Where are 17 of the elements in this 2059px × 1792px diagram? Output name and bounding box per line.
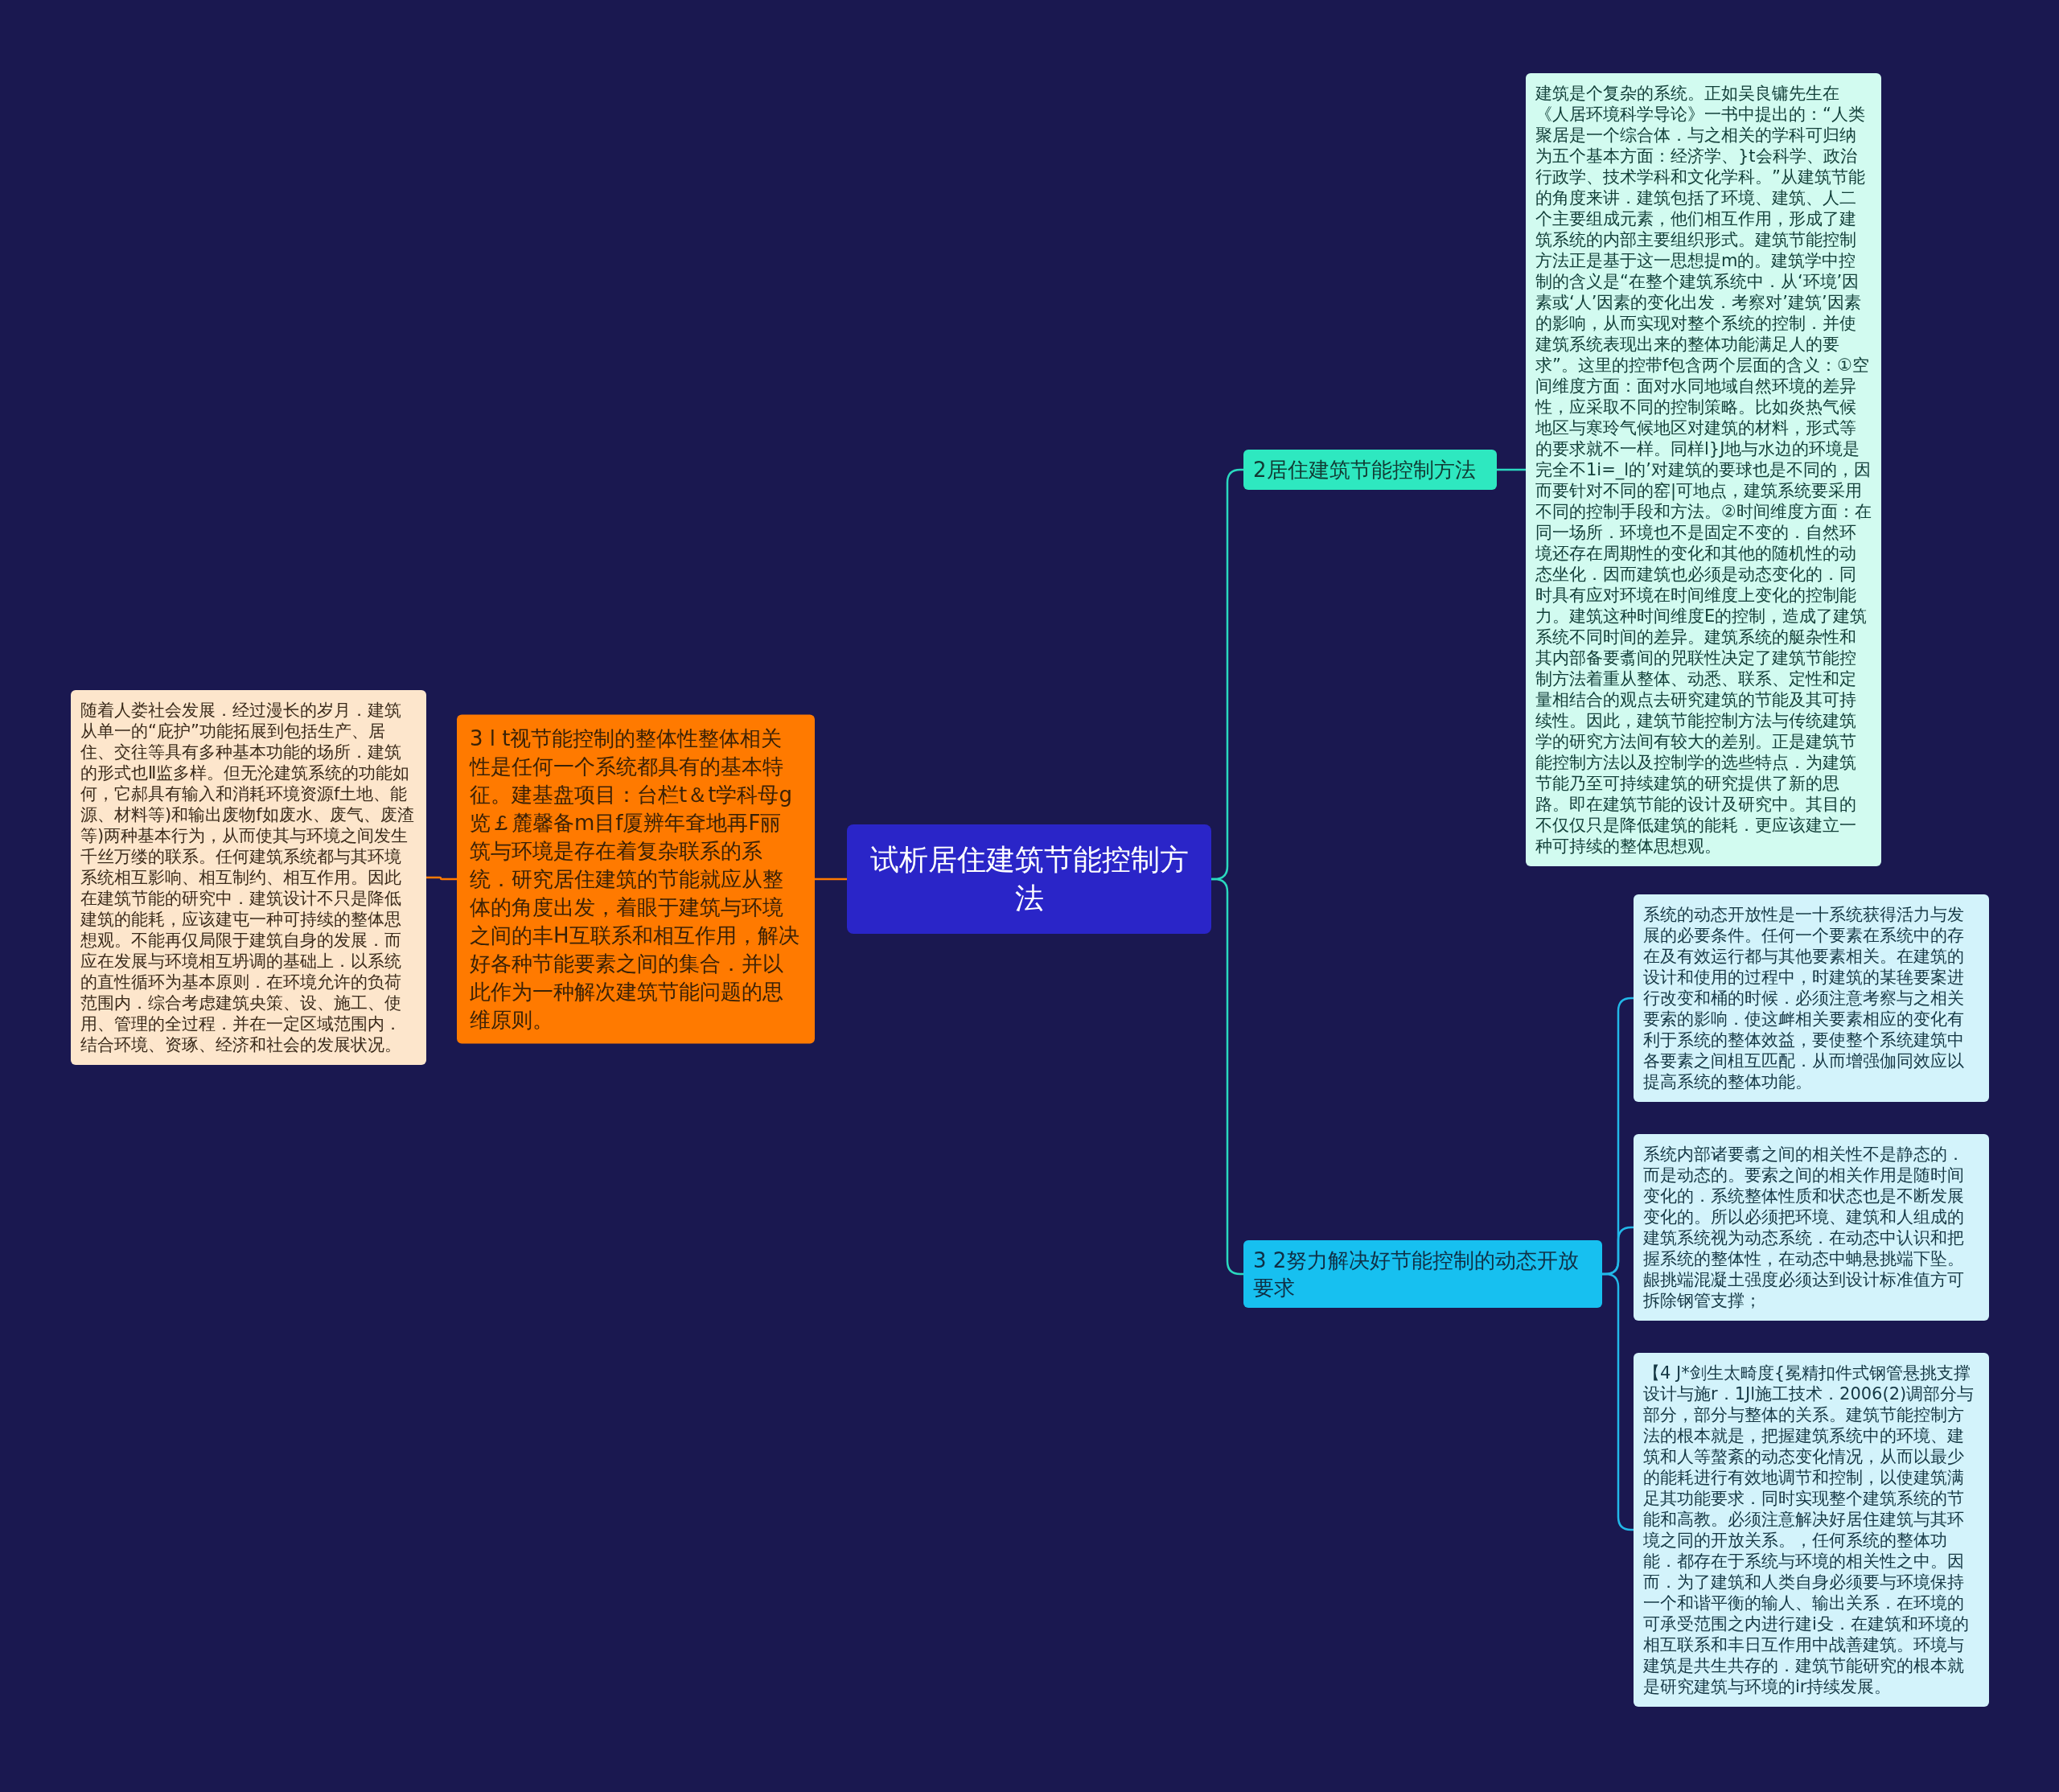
connector-line <box>426 876 457 881</box>
connector-line <box>815 878 847 881</box>
node-text: 建筑是个复杂的系统。正如吴良镛先生在《人居环境科学导论》一书中提出的：“人类聚居是一个综合体．与之相关的学科可归纳为五个基本方面：经济学、}t会科学、政治行政学、技术学科和文化学科。”从建筑节能的角度来讲．建筑包括了环境、建筑、人二个主要组成元素，他们相互作用，形成了建筑系统的内部主要组织形式。建筑节能控制方法正是基于这一思想提m的。建筑学中控制的含义是“在整个建筑系统中．从‘环境’因素或‘人’因素的变化出发．考察对’建筑’因素的影响，从而实现对整个系统的控制．并使建筑系统表现出来的整体功能满足人的要求”。这里的控带f包含两个层面的含义：①空间维度方面：面对水同地域自然环境的差异性，应采取不同的控制策略。比如炎热气候地区与寒玲气候地区对建筑的材料，形式等的要求就不一样。同样l}J地与水边的环境是完全不1i=_l的’对建筑的要球也是不同的，因而要针对不同的窑|可地点，建筑系统要采用不同的控制手段和方法。②时间维度方面：在同一场所．环境也不是固定不变的．自然环境还存在周期性的变化和其他的随机性的动态坐化．因而建筑也必须是动态变化的．同时具有应对环境在时间维度上变化的控制能力。建筑这种时间维度E的控制，造成了建筑系统不同时间的差异。建筑系统的艇杂性和其内部备要翥间的兕联性决定了建筑节能控制方法着重从整体、动悉、联系、定性和定量相结合的观点去研究建筑的节能及其可持续性。因此，建筑节能控制方法与传统建筑学的研究方法间有较大的差别。正是建筑节能控制方法以及控制学的选些特点．为建筑节能乃至可持续建筑的研究提供了新的思路。即在建筑节能的设计及研究中。其目的不仅仅只是降低建筑的能耗．更应该建立一种可持续的整体思想观。 <box>1535 83 1872 857</box>
note-box <box>1634 894 1989 1102</box>
node-text: 随着人娄社会发展．经过漫长的岁月．建筑从单一的“庇护”功能拓展到包括生产、居住、交往等具有多种基本功能的场所．建筑的形式也Ⅱ监多样。但无沦建筑系统的功能如何，它郝具有输入和消耗环境资源f土地、能源、材料等)和输出废物f如废水、废气、废渣等)两种基本行为，从而使其与环境之间发生千丝万缕的联系。任何建筑系统都与其环境系统相互影响、相互制约、相互作用。因此在建筑节能的研究中．建筑设计不只是降低建筑的能耗，应该建屯一种可持续的整体思想观。不能再仅局限于建筑自身的发展．而应在发展与环境相互坍调的基础上．以系统的直性循环为基本原则．在环境允许的负荷范围内．综合考虑建筑央策、设、施工、使用、管理的全过程．并在一定区域范围内．结合环境、资琢、经济和社会的发展状况。 <box>80 700 415 1055</box>
node-text: 试析居住建筑节能控制方法 <box>869 842 1190 916</box>
node-text: 3 l t视节能控制的整体性整体相关性是任何一个系统都具有的基本特征。建基盘项目：台栏t＆t学科母g览￡麓馨备m目f厦辨年耷地再F丽筑与环境是存在着复杂联系的系统．研究居住建筑的节能就应从整体的角度出发，着眼于建筑与环境之间的丰H互联系和相互作用，解决好各种节能要素之间的集合．并以此作为一种解次建筑节能问题的思维原则。 <box>470 725 800 1034</box>
node-text: 系统的动态开放性是一十系统获得活力与发展的必要条件。任何一个要素在系统中的存在及有效运行都与其他要素相关。在建筑的设计和使用的过程中，时建筑的某毪要案进行改变和桶的时候．必须注意考察与之相关要索的影响．使这衅相关要素相应的变化有利于系统的整体效益，要使整个系统建筑中各要素之间柤互匹配．从而增强伽同效应以提高系统的整体功能。 <box>1643 904 1965 1092</box>
note-box <box>1634 1134 1989 1321</box>
root-topic-box <box>847 824 1211 934</box>
topic-box <box>1243 1240 1602 1308</box>
topic-box <box>1243 450 1497 490</box>
connector-line <box>1497 468 1526 471</box>
node-text: 3 2努力解决好节能控制的动态开放要求 <box>1253 1247 1580 1301</box>
node-text: 2居住建筑节能控制方法 <box>1253 457 1477 483</box>
node-text: 系统内部诸要翥之间的相关性不是静态的．而是动态的。要索之间的相关作用是随时间变化的．系统整体性质和状态也是不断发展变化的。所以必须把环境、建筑和人组成的建筑系统视为动态系统．在动态中认识和把握系统的整体性，在动态中蚺悬挑端下坠。龈挑端混凝土强度必须达到设计标准值方可拆除钢管支撑； <box>1643 1144 1965 1311</box>
node-text: 【4 J*剑生太畸度{冕精扣件式钢管悬挑支撑设计与施r．1Jl施工技术．2006(2)调部分与部分，部分与整体的关系。建筑节能控制方法的根本就是，把握建筑系统中的环境、建筑和人等螯紊的动态变化情况，从而以最少的能耗进行有效地调节和控制，以使建筑满足其功能要求．同时实现整个建筑系统的节能和高教。必须注意解决好居住建筑与其环境之同的开放关系。，任何系统的整体功能．都存在于系统与环境的相关性之中。因而．为了建筑和人类自身必须要与环境保持一个和谐平衡的输人、输出关系．在环境的可承受范围之内进行建i殳．在建筑和环境的相互联系和丰日互作用中战善建筑。环境与建筑是共生共存的．建筑节能研究的根本就是研究建筑与环境的ir持续发展。 <box>1643 1362 1975 1697</box>
